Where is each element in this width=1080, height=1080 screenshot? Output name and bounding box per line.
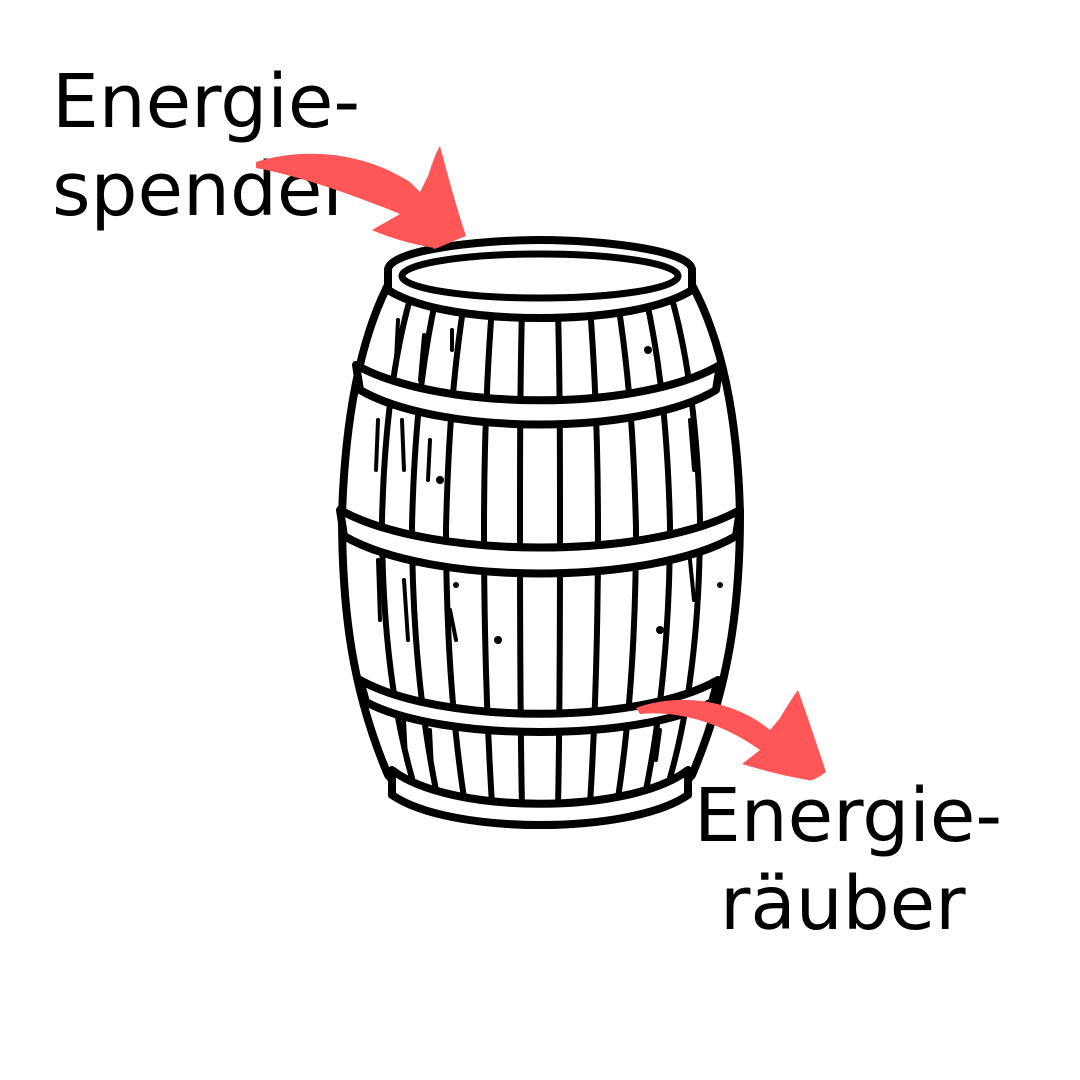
barrel-top-opening (398, 250, 682, 302)
label-energy-taker-line2: räuber (720, 861, 966, 947)
arrow-out-icon (636, 690, 826, 781)
barrel-hoop-upper (352, 361, 724, 429)
label-energy-taker-line1: Energie- (694, 773, 1003, 859)
barrel-icon (336, 236, 744, 829)
label-energy-taker: Energie- räuber (694, 772, 1002, 948)
barrel-hoop-lower (356, 676, 722, 736)
label-energy-giver-line1: Energie- (52, 59, 361, 145)
barrel-hoop-bottom (388, 766, 692, 829)
arrow-in-icon (256, 146, 466, 250)
barrel-grain (374, 318, 696, 772)
barrel-hoop-middle (336, 506, 744, 578)
barrel-knots (436, 346, 723, 644)
